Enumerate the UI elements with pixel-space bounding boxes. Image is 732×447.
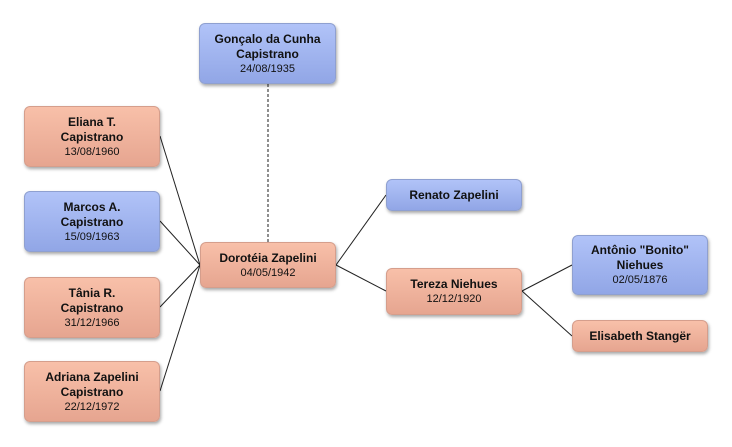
person-name: Gonçalo da Cunha Capistrano [214, 31, 321, 61]
person-node-goncalo[interactable]: Gonçalo da Cunha Capistrano 24/08/1935 [199, 23, 336, 84]
person-name: Tereza Niehues [410, 277, 498, 291]
person-date: 02/05/1876 [612, 274, 668, 286]
person-name: Antônio "Bonito" Niehues [590, 243, 689, 272]
person-name: Adriana Zapelini Capistrano [45, 369, 139, 399]
person-node-renato[interactable]: Renato Zapelini [386, 179, 522, 211]
person-node-marcos[interactable]: Marcos A. Capistrano 15/09/1963 [24, 191, 160, 252]
person-name: Tânia R. Capistrano [60, 285, 124, 315]
person-name: Elisabeth Stangër [589, 328, 691, 343]
person-name: Marcos A. Capistrano [60, 199, 124, 229]
person-node-tereza[interactable]: Tereza Niehues 12/12/1920 [386, 268, 522, 315]
parent-connector-renato [335, 194, 387, 266]
person-node-adriana[interactable]: Adriana Zapelini Capistrano 22/12/1972 [24, 361, 160, 422]
person-date: 15/09/1963 [64, 230, 120, 243]
child-connector-eliana [159, 135, 201, 266]
person-node-doroteia[interactable]: Dorotéia Zapelini 04/05/1942 [200, 242, 336, 288]
person-node-antonio[interactable]: Antônio "Bonito" Niehues 02/05/1876 [572, 235, 708, 295]
child-connector-marcos [159, 220, 201, 266]
person-name: Eliana T. Capistrano [60, 114, 124, 144]
person-date: 04/05/1942 [240, 266, 296, 279]
person-name: Renato Zapelini [409, 187, 499, 202]
person-date: 24/08/1935 [239, 62, 296, 75]
person-date: 13/08/1960 [64, 145, 120, 158]
parent-connector-tereza [335, 264, 387, 292]
person-date: 12/12/1920 [426, 293, 482, 305]
child-connector-adriana [159, 264, 201, 392]
person-node-tania[interactable]: Tânia R. Capistrano 31/12/1966 [24, 277, 160, 338]
parent-connector-elisabeth [521, 290, 573, 337]
person-node-eliana[interactable]: Eliana T. Capistrano 13/08/1960 [24, 106, 160, 167]
child-connector-tania [159, 264, 201, 308]
person-node-elisabeth[interactable]: Elisabeth Stangër [572, 320, 708, 352]
parent-connector-antonio [521, 264, 573, 292]
person-date: 31/12/1966 [64, 316, 120, 329]
person-name: Dorotéia Zapelini [219, 250, 317, 265]
person-date: 22/12/1972 [64, 400, 120, 413]
